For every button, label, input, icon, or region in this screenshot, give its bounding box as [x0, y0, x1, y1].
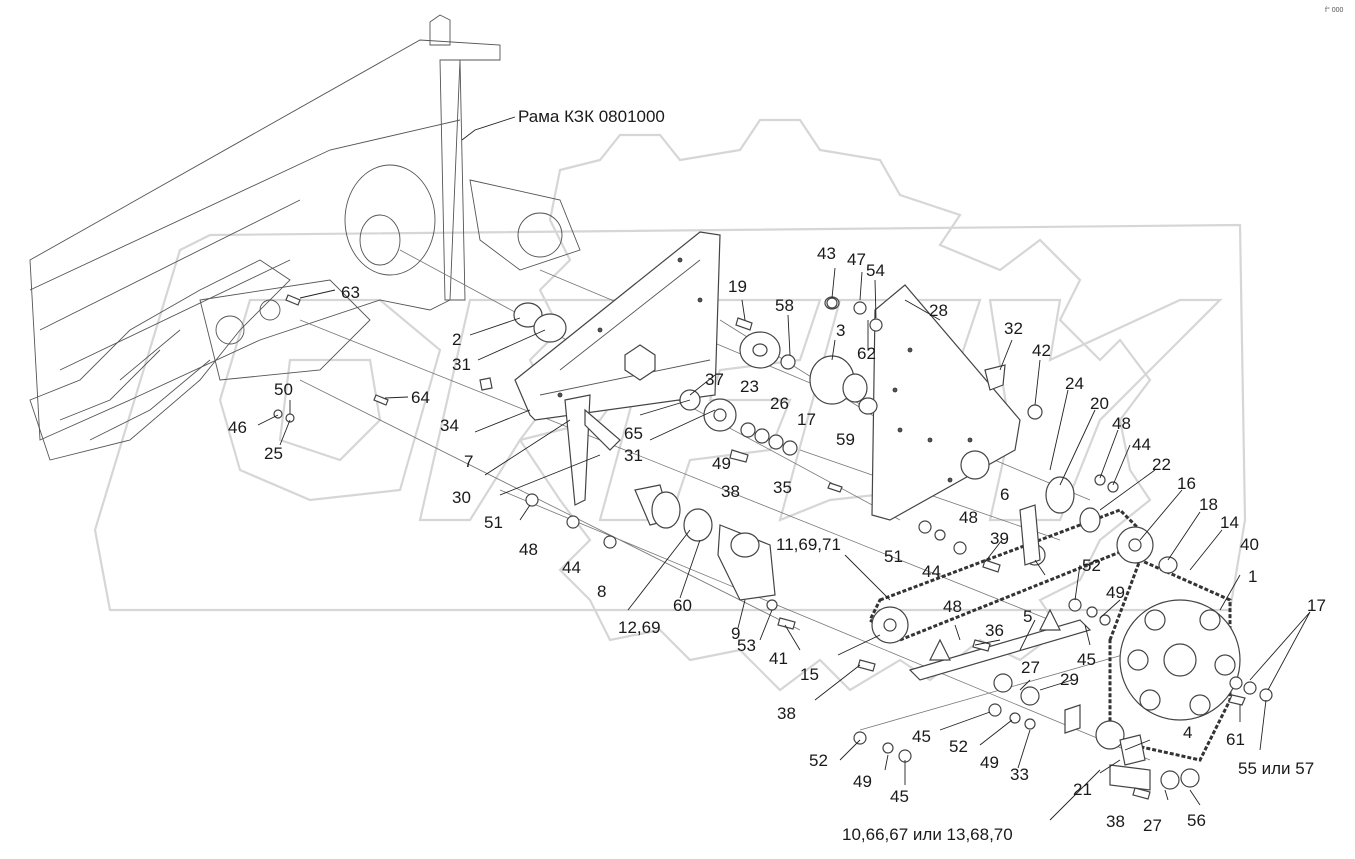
frame-label: Рама КЗК 0801000 [518, 107, 665, 126]
callout-20: 20 [1090, 394, 1109, 413]
callout-49-mid: 49 [712, 454, 731, 473]
callout-59: 59 [836, 430, 855, 449]
callout-53: 53 [737, 636, 756, 655]
plate-28 [871, 284, 1021, 521]
callout-14: 14 [1220, 513, 1239, 532]
watermark-logo [93, 118, 1247, 692]
plate-7 [514, 231, 721, 421]
callout-7: 7 [464, 452, 473, 471]
callout-2: 2 [452, 330, 461, 349]
callout-10-66-67-or-13-68-70: 10,66,67 или 13,68,70 [842, 825, 1013, 844]
callout-26: 26 [770, 394, 789, 413]
callout-27-bottom: 27 [1143, 816, 1162, 835]
callout-6: 6 [1000, 485, 1009, 504]
callout-51-mid: 51 [884, 547, 903, 566]
callout-48-low: 48 [943, 597, 962, 616]
callout-1: 1 [1248, 567, 1257, 586]
callout-16: 16 [1177, 474, 1196, 493]
callout-44-left: 44 [562, 558, 581, 577]
callout-33: 33 [1010, 765, 1029, 784]
callout-54: 54 [866, 261, 885, 280]
callout-46: 46 [228, 418, 247, 437]
callout-32: 32 [1004, 319, 1023, 338]
callout-5: 5 [1023, 607, 1032, 626]
callout-17-top: 17 [797, 410, 816, 429]
callout-49-low: 49 [980, 753, 999, 772]
callout-55-or-57: 55 или 57 [1238, 759, 1314, 778]
callout-31-mid: 31 [624, 446, 643, 465]
callout-21: 21 [1073, 780, 1092, 799]
callout-8: 8 [597, 582, 606, 601]
callout-56: 56 [1187, 811, 1206, 830]
leader-lines [257, 116, 1311, 821]
callout-45-right: 45 [1077, 650, 1096, 669]
callout-41: 41 [769, 649, 788, 668]
callout-23: 23 [740, 377, 759, 396]
callout-34: 34 [440, 416, 459, 435]
callout-37: 37 [705, 370, 724, 389]
callout-39: 39 [990, 529, 1009, 548]
callout-27-mid: 27 [1021, 658, 1040, 677]
callout-61: 61 [1226, 730, 1245, 749]
callout-22: 22 [1152, 455, 1171, 474]
callout-49-right: 49 [1106, 583, 1125, 602]
callout-52-top: 52 [1082, 556, 1101, 575]
callout-29: 29 [1060, 670, 1079, 689]
callout-17-right: 17 [1307, 596, 1326, 615]
callout-31-top: 31 [452, 355, 471, 374]
callout-52-low: 52 [809, 751, 828, 770]
callout-45-bottom: 45 [890, 787, 909, 806]
tensioner-bar-5 [908, 608, 1092, 681]
corner-mark: f° 000 [1325, 6, 1343, 14]
callout-40: 40 [1240, 535, 1259, 554]
callout-3: 3 [836, 321, 845, 340]
callout-12-69: 12,69 [618, 618, 661, 637]
fasteners [273, 294, 1151, 800]
guard-30 [564, 394, 621, 506]
callout-47: 47 [847, 250, 866, 269]
callout-64: 64 [411, 388, 430, 407]
callout-52-mid: 52 [949, 737, 968, 756]
callout-25: 25 [264, 444, 283, 463]
callout-43: 43 [817, 244, 836, 263]
callout-60: 60 [673, 596, 692, 615]
callout-15: 15 [800, 665, 819, 684]
callout-58: 58 [775, 296, 794, 315]
callout-19: 19 [728, 277, 747, 296]
sprocket-shaft-8 [634, 484, 776, 601]
callout-labels: 43 47 54 19 58 3 62 28 32 42 63 2 31 37 … [228, 244, 1326, 844]
callout-45-mid: 45 [912, 727, 931, 746]
callout-35: 35 [773, 478, 792, 497]
callout-44-right: 44 [1132, 435, 1151, 454]
callout-48-mid: 48 [959, 508, 978, 527]
callout-38-bottom: 38 [1106, 812, 1125, 831]
callout-42: 42 [1032, 341, 1051, 360]
callout-9: 9 [731, 624, 740, 643]
callout-50: 50 [274, 380, 293, 399]
callout-62: 62 [857, 344, 876, 363]
callout-65: 65 [624, 424, 643, 443]
callout-38-mid: 38 [721, 482, 740, 501]
callout-28: 28 [929, 301, 948, 320]
callout-44-mid: 44 [922, 562, 941, 581]
callout-4: 4 [1183, 723, 1192, 742]
callout-18: 18 [1199, 495, 1218, 514]
callout-36: 36 [985, 621, 1004, 640]
callout-38-low: 38 [777, 704, 796, 723]
callout-48-left: 48 [519, 540, 538, 559]
small-rings [993, 673, 1273, 791]
frame-assembly [29, 14, 581, 461]
callout-30: 30 [452, 488, 471, 507]
callout-63: 63 [341, 283, 360, 302]
callout-49-bottom: 49 [853, 772, 872, 791]
bearings-washers [513, 302, 798, 456]
callout-51-left: 51 [484, 513, 503, 532]
callout-24: 24 [1065, 374, 1084, 393]
callout-48-right: 48 [1112, 414, 1131, 433]
callout-11-69-71: 11,69,71 [776, 535, 841, 554]
